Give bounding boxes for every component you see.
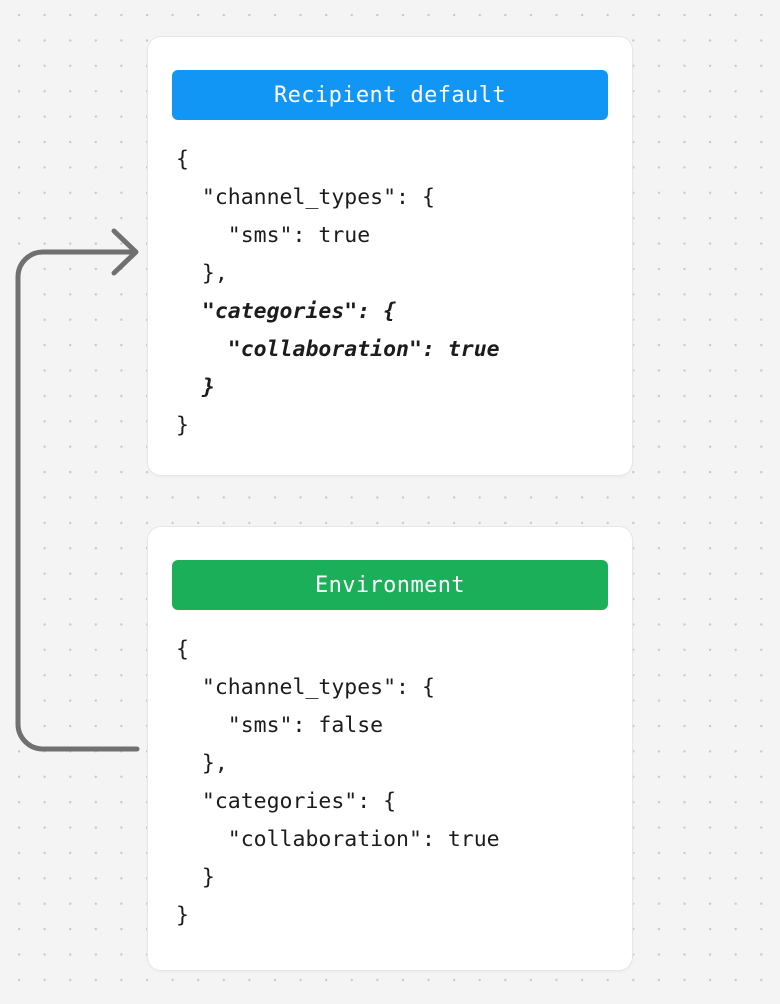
json-line: } <box>176 903 189 928</box>
connector-path <box>15 249 140 752</box>
json-line: "channel_types": { <box>176 675 435 700</box>
json-line: "collaboration": true <box>176 827 500 852</box>
card-header-environment: Environment <box>172 560 608 610</box>
json-line: "categories": { <box>176 789 397 814</box>
card-environment: Environment { "channel_types": { "sms": … <box>148 527 632 970</box>
json-line: { <box>176 147 189 172</box>
json-line: "sms": false <box>176 713 384 738</box>
json-line: } <box>176 375 215 400</box>
card-header-recipient-default: Recipient default <box>172 70 608 120</box>
card-recipient-default: Recipient default { "channel_types": { "… <box>148 37 632 475</box>
json-line: { <box>176 637 189 662</box>
json-line: }, <box>176 261 228 286</box>
json-line: } <box>176 865 215 890</box>
json-line: "categories": { <box>176 299 397 324</box>
json-line: "channel_types": { <box>176 185 435 210</box>
json-line: } <box>176 413 189 438</box>
arrowhead-icon <box>111 228 139 276</box>
json-body-environment: { "channel_types": { "sms": false }, "ca… <box>176 631 616 935</box>
json-body-recipient-default: { "channel_types": { "sms": true }, "cat… <box>176 141 616 445</box>
json-line: }, <box>176 751 228 776</box>
json-line: "sms": true <box>176 223 371 248</box>
json-line: "collaboration": true <box>176 337 500 362</box>
